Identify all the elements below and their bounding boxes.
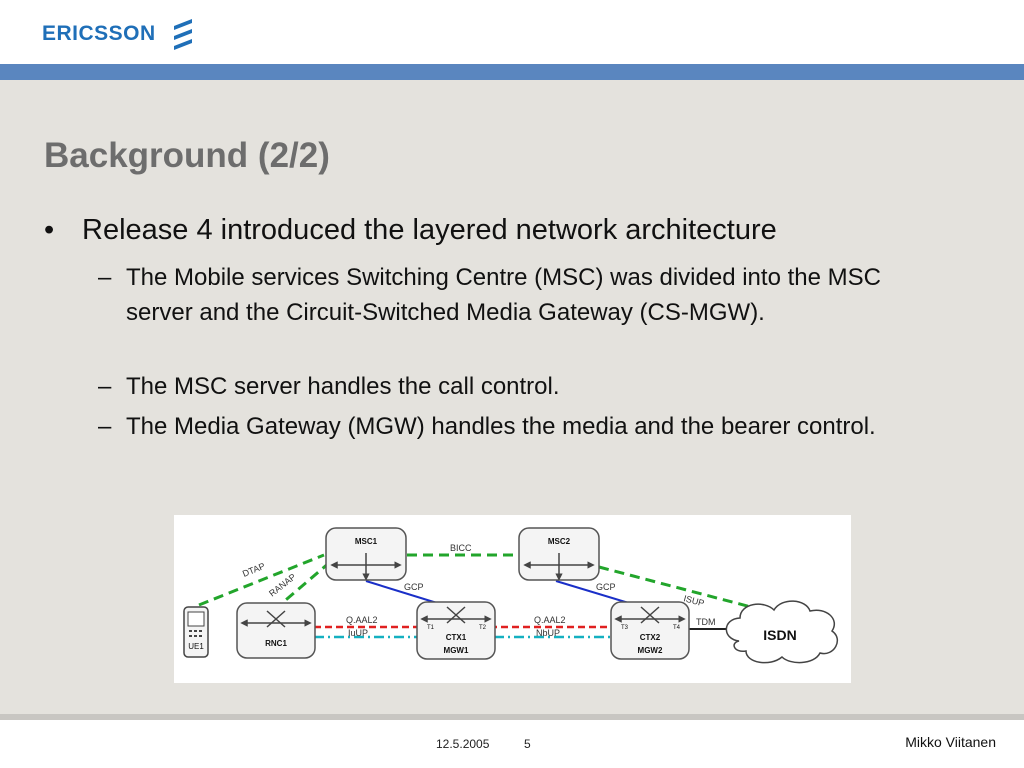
bicc-label: BICC <box>450 543 472 553</box>
ue1-phone: UE1 <box>183 606 209 658</box>
ranap-link <box>273 561 330 612</box>
mgw2-node: T3 T4 CTX2 MGW2 <box>610 601 690 660</box>
qaal2-label-2: Q.AAL2 <box>534 615 566 625</box>
dash-marker: – <box>98 373 112 400</box>
ericsson-logo: ERICSSON <box>42 14 196 54</box>
tdm-label: TDM <box>696 617 716 627</box>
sub-bullet: – The Media Gateway (MGW) handles the me… <box>98 409 928 444</box>
sub-bullet-text: The MSC server handles the call control. <box>126 373 560 400</box>
dash-marker: – <box>98 413 112 440</box>
signalling-links <box>198 553 775 615</box>
gcp-label-1: GCP <box>404 582 424 592</box>
sub-bullet-text: The Media Gateway (MGW) handles the medi… <box>126 413 876 440</box>
qaal2-label-1: Q.AAL2 <box>346 615 378 625</box>
logo-wordmark: ERICSSON <box>42 22 156 45</box>
ctx2-label: CTX2 <box>640 633 661 642</box>
mgw1-label: MGW1 <box>444 646 469 655</box>
footer-date: 12.5.2005 <box>436 737 490 751</box>
slide-header: ERICSSON <box>0 0 1024 64</box>
slide-body: Background (2/2) • Release 4 introduced … <box>0 80 1024 714</box>
isdn-label: ISDN <box>763 627 796 643</box>
footer-divider <box>0 714 1024 720</box>
ctx1-label: CTX1 <box>446 633 467 642</box>
sub-bullet: – The Mobile services Switching Centre (… <box>98 260 928 330</box>
t3-label: T3 <box>621 625 629 631</box>
mgw1-node: T1 T2 CTX1 MGW1 <box>416 601 496 660</box>
page-number: 5 <box>524 737 531 751</box>
header-accent-bar <box>0 64 1024 80</box>
isdn-cloud: ISDN <box>725 600 838 664</box>
msc1-label: MSC1 <box>355 537 378 546</box>
rnc1-label: RNC1 <box>265 639 287 648</box>
bullet-marker: • <box>44 214 55 246</box>
rnc1-node: RNC1 <box>236 602 316 659</box>
msc2-label: MSC2 <box>548 537 571 546</box>
ericsson-logo-icon <box>173 19 192 50</box>
iuup-label: IuUP <box>348 628 368 638</box>
dtap-link <box>198 553 325 607</box>
nbup-label: NbUP <box>536 628 560 638</box>
main-bullet: • Release 4 introduced the layered netwo… <box>44 214 984 247</box>
network-architecture-diagram: MSC1 MSC2 RNC1 <box>174 515 851 683</box>
isup-link <box>598 565 775 615</box>
dtap-label: DTAP <box>241 561 266 579</box>
t4-label: T4 <box>673 625 681 631</box>
gcp-label-2: GCP <box>596 582 616 592</box>
msc2-node: MSC2 <box>518 527 600 581</box>
mgw2-label: MGW2 <box>638 646 663 655</box>
diagram-canvas: MSC1 MSC2 RNC1 <box>183 527 838 664</box>
t2-label: T2 <box>479 625 487 631</box>
slide-footer: 12.5.2005 5 Mikko Viitanen <box>0 720 1024 768</box>
sub-bullet-text: The Mobile services Switching Centre (MS… <box>126 264 881 326</box>
sub-bullet: – The MSC server handles the call contro… <box>98 369 928 404</box>
main-bullet-text: Release 4 introduced the layered network… <box>82 214 777 246</box>
dash-marker: – <box>98 264 112 291</box>
msc1-node: MSC1 <box>325 527 407 581</box>
slide-title: Background (2/2) <box>44 136 330 175</box>
footer-author: Mikko Viitanen <box>905 734 996 750</box>
t1-label: T1 <box>427 625 435 631</box>
ue1-label: UE1 <box>188 642 204 651</box>
